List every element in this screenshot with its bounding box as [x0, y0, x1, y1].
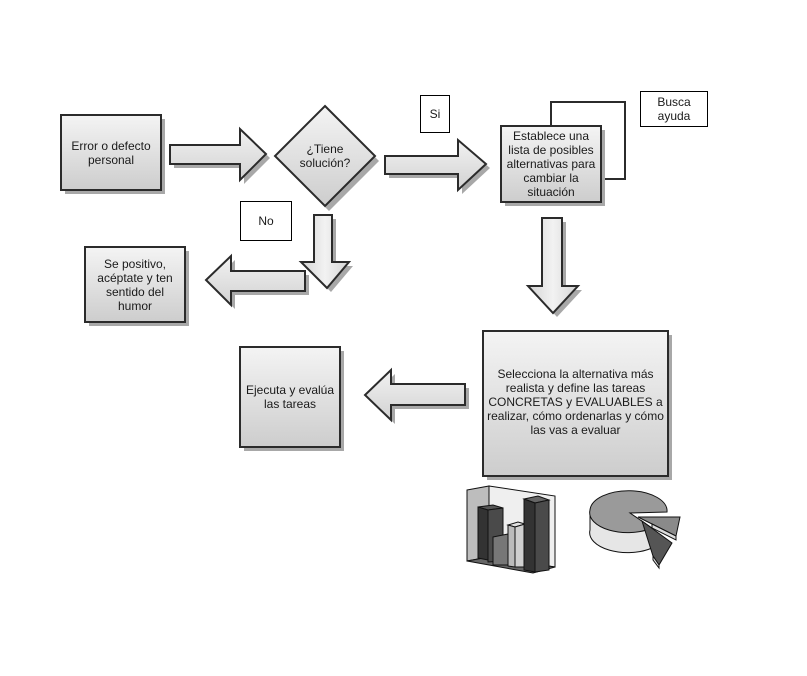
arrow-left-execute — [363, 367, 469, 424]
edge-label-no: No — [240, 201, 292, 241]
bar-chart-3d-icon — [466, 485, 556, 574]
node-decision — [273, 104, 379, 211]
node-select — [482, 330, 672, 480]
node-execute-label: Ejecuta y evalúa las tareas — [245, 383, 335, 411]
arrow-left-positive — [204, 253, 309, 309]
node-positive-label: Se positivo, acéptate y ten sentido del … — [97, 256, 173, 313]
node-error-label: Error o defecto personal — [71, 138, 151, 167]
edge-label-help: Busca ayuda — [640, 91, 708, 127]
arrow-right-2 — [384, 137, 490, 194]
node-execute — [239, 346, 344, 451]
node-positive — [84, 246, 189, 326]
edge-label-yes: Si — [420, 95, 450, 133]
help-loop-line — [550, 101, 626, 180]
node-select-label: Selecciona la alternativa más realista y… — [487, 367, 664, 437]
node-decision-label: ¿Tiene solución? — [299, 142, 351, 170]
node-error — [60, 114, 165, 194]
arrow-down-no — [298, 214, 353, 292]
arrow-right-1 — [169, 126, 270, 184]
node-alternatives — [500, 125, 605, 206]
node-alternatives-label: Establece una lista de posibles alternat… — [506, 129, 596, 199]
pie-chart-3d-icon — [589, 490, 681, 570]
arrow-down-alternatives — [525, 217, 582, 317]
